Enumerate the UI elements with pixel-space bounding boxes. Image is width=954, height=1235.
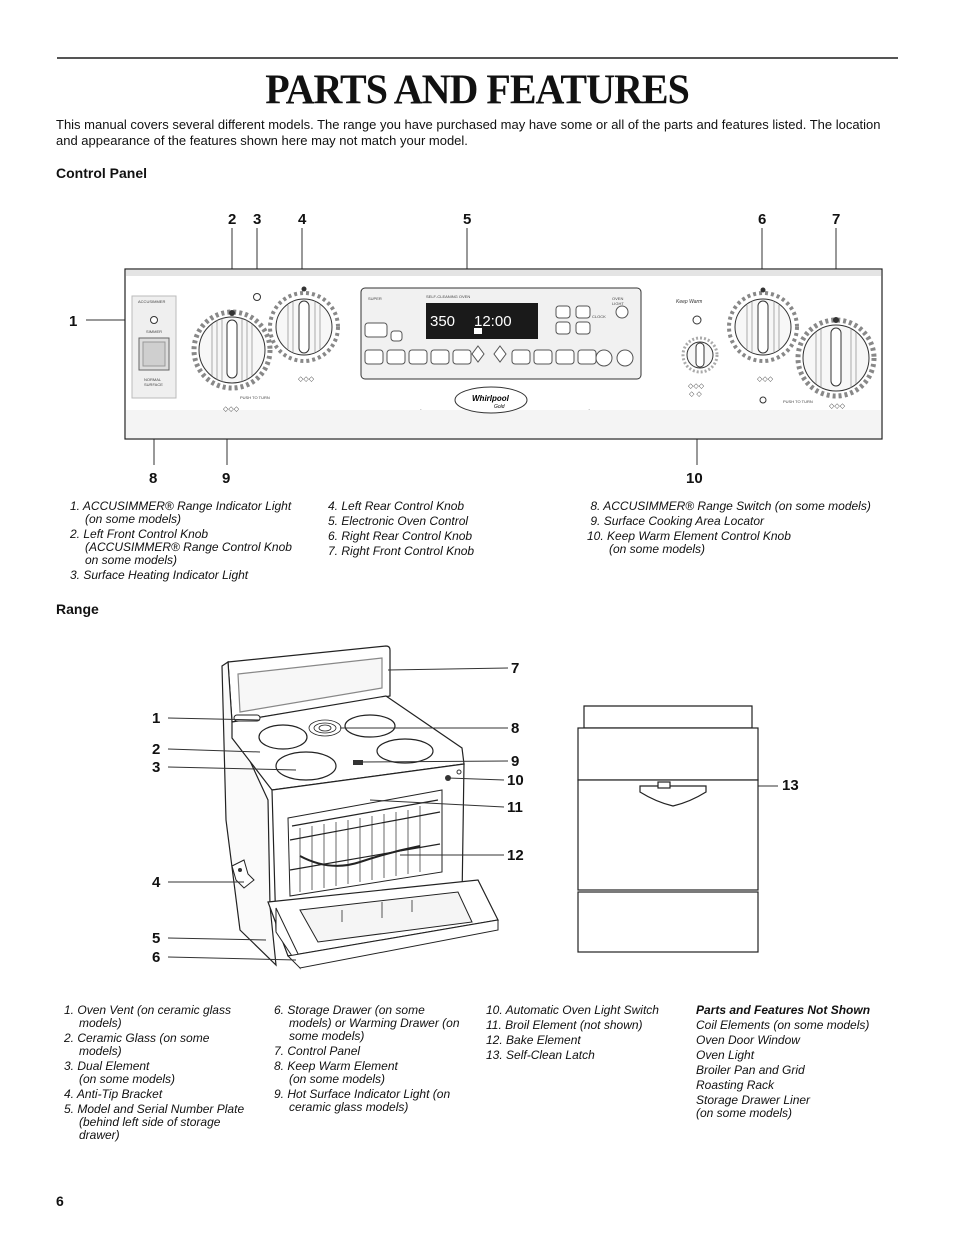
range-callout-9: 9 — [511, 753, 519, 770]
range-diagram: 1 2 3 4 5 6 7 8 9 10 11 12 13 — [152, 645, 799, 970]
cp-callout-5: 5 — [463, 211, 471, 228]
right-front-knob — [795, 317, 877, 399]
list-item: 3. Dual Element(on some models) — [64, 1059, 176, 1086]
list-item: 2. Left Front Control Knob(ACCUSIMMER® R… — [70, 527, 292, 567]
range-legend-col3: 10. Automatic Oven Light Switch 11. Broi… — [486, 1004, 691, 1064]
svg-text:◇◇◇: ◇◇◇ — [223, 406, 240, 413]
list-item: 5. Model and Serial Number Plate(behind … — [64, 1102, 245, 1142]
keep-warm-label: Keep Warm — [676, 299, 702, 305]
cp-legend-col1: 1. ACCUSIMMER® Range Indicator Light(on … — [70, 500, 320, 584]
electronic-oven-control: SUPER SELF-CLEANING OVEN 350 12:00 — [360, 287, 642, 380]
svg-text:PUSH TO TURN: PUSH TO TURN — [783, 399, 813, 404]
range-callout-5: 5 — [152, 930, 160, 947]
list-item: 4. Anti-Tip Bracket — [64, 1087, 163, 1101]
cp-callout-7: 7 — [832, 211, 840, 228]
right-rear-knob — [727, 287, 799, 363]
svg-text:◇◇◇: ◇◇◇ — [298, 376, 315, 383]
svg-text:PUSH TO TURN: PUSH TO TURN — [240, 395, 270, 400]
range-callout-6: 6 — [152, 949, 160, 966]
range-callout-8: 8 — [511, 720, 519, 737]
svg-text:◇◇◇: ◇◇◇ — [829, 403, 846, 410]
range-callout-11: 11 — [507, 799, 523, 816]
svg-text:SUPER: SUPER — [368, 296, 382, 301]
cp-callout-2: 2 — [228, 211, 236, 228]
list-item: 9. Surface Cooking Area Locator — [590, 514, 765, 528]
range-callout-13: 13 — [782, 777, 799, 794]
cp-callout-6: 6 — [758, 211, 766, 228]
not-shown-list: Parts and Features Not Shown Coil Elemen… — [696, 1004, 896, 1122]
control-panel-diagram: 2 3 4 5 6 7 1 8 9 10 ACCUSIMMER SIMMER N… — [69, 211, 883, 487]
list-item: 11. Broil Element (not shown) — [486, 1018, 643, 1032]
keep-warm-knob — [681, 315, 719, 374]
display-time: 12:00 — [474, 313, 512, 330]
page-number: 6 — [56, 1193, 64, 1209]
svg-text:◇◇◇: ◇◇◇ — [757, 376, 774, 383]
cp-legend-col3: 8. ACCUSIMMER® Range Switch (on some mod… — [587, 500, 907, 558]
left-rear-knob — [268, 286, 340, 363]
svg-text:NORMAL: NORMAL — [144, 377, 162, 382]
range-front-view — [577, 705, 759, 953]
svg-text:ACCUSIMMER: ACCUSIMMER — [138, 299, 165, 304]
list-item: 8. ACCUSIMMER® Range Switch (on some mod… — [590, 499, 871, 513]
list-item: 10. Automatic Oven Light Switch — [486, 1003, 659, 1017]
list-item: 7. Control Panel — [274, 1044, 361, 1058]
cp-callout-3: 3 — [253, 211, 261, 228]
whirlpool-logo: Whirlpool Gold — [454, 386, 528, 414]
list-item: 1. ACCUSIMMER® Range Indicator Light(on … — [70, 499, 292, 526]
cp-callout-9: 9 — [222, 470, 230, 487]
list-item: 12. Bake Element — [486, 1033, 581, 1047]
list-item: 8. Keep Warm Element(on some models) — [274, 1059, 398, 1086]
list-item: 4. Left Rear Control Knob — [328, 499, 465, 513]
range-callout-4: 4 — [152, 874, 161, 891]
intro-paragraph: This manual covers several different mod… — [56, 117, 881, 148]
control-panel-heading: Control Panel — [56, 165, 148, 181]
list-item: 13. Self-Clean Latch — [486, 1048, 595, 1062]
list-item: Coil Elements (on some models) — [696, 1018, 870, 1032]
svg-text:Whirlpool: Whirlpool — [472, 394, 510, 403]
list-item: 7. Right Front Control Knob — [328, 544, 475, 558]
list-item: (on some models) — [696, 1106, 793, 1120]
list-item: Storage Drawer Liner — [696, 1093, 811, 1107]
range-callout-12: 12 — [507, 847, 524, 864]
list-item: Oven Light — [696, 1048, 755, 1062]
svg-text:◇◇◇: ◇◇◇ — [688, 383, 705, 390]
range-callout-1: 1 — [152, 710, 160, 727]
list-item: Roasting Rack — [696, 1078, 775, 1092]
range-callout-10: 10 — [507, 772, 524, 789]
left-front-knob — [191, 309, 273, 391]
cp-callout-4: 4 — [298, 211, 307, 228]
page-title: PARTS AND FEATURES — [265, 65, 690, 114]
list-item: 5. Electronic Oven Control — [328, 514, 469, 528]
top-rule — [57, 57, 898, 59]
cp-callout-8: 8 — [149, 470, 157, 487]
display-temp: 350 — [430, 313, 455, 330]
range-callout-3: 3 — [152, 759, 160, 776]
cp-callout-10: 10 — [686, 470, 703, 487]
list-item: 3. Surface Heating Indicator Light — [70, 568, 249, 582]
range-callout-7: 7 — [511, 660, 519, 677]
list-item: 10. Keep Warm Element Control Knob(on so… — [587, 529, 791, 556]
not-shown-heading: Parts and Features Not Shown — [696, 1003, 871, 1017]
svg-text:SIMMER: SIMMER — [146, 329, 162, 334]
list-item: Oven Door Window — [696, 1033, 800, 1047]
list-item: Broiler Pan and Grid — [696, 1063, 805, 1077]
cp-legend-col2: 4. Left Rear Control Knob 5. Electronic … — [328, 500, 578, 560]
range-heading: Range — [56, 601, 99, 617]
cp-callout-1: 1 — [69, 313, 77, 330]
svg-text:Gold: Gold — [494, 404, 505, 410]
list-item: 6. Right Rear Control Knob — [328, 529, 473, 543]
svg-text:SELF-CLEANING OVEN: SELF-CLEANING OVEN — [426, 294, 470, 299]
svg-text:OVEN: OVEN — [612, 296, 623, 301]
svg-text:CLOCK: CLOCK — [592, 314, 606, 319]
svg-text:SURFACE: SURFACE — [144, 382, 163, 387]
svg-text:◇ ◇: ◇ ◇ — [689, 391, 702, 398]
svg-text:LIGHT: LIGHT — [612, 301, 624, 306]
range-callout-2: 2 — [152, 741, 160, 758]
